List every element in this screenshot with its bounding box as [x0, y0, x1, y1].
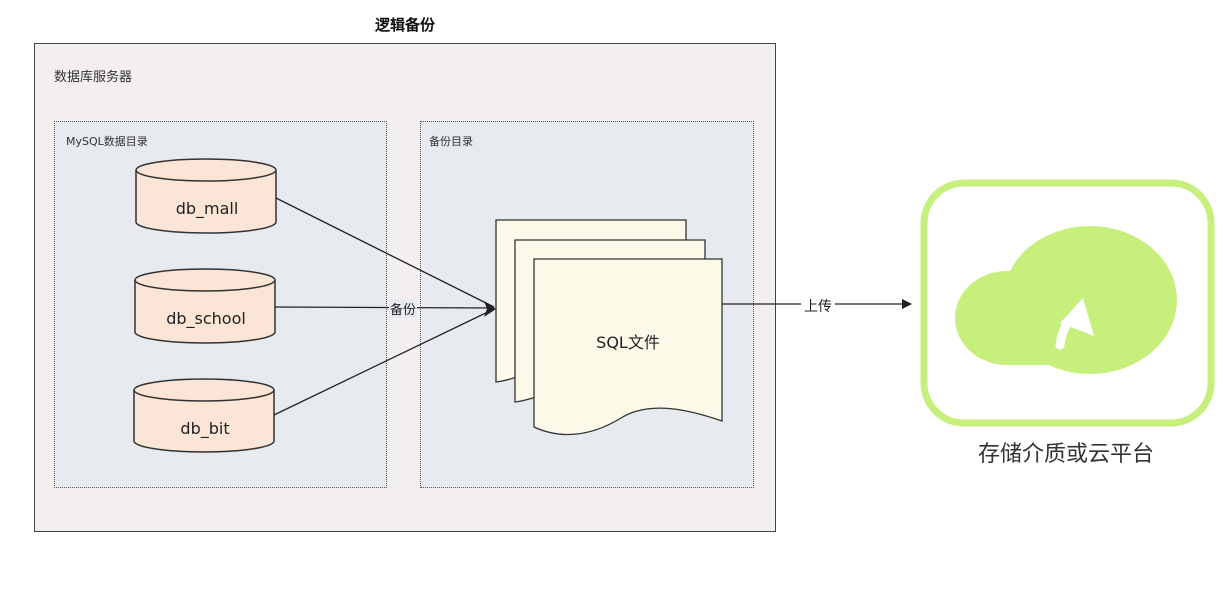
edge-db-mall-to-sql: [275, 197, 495, 308]
sql-file-document-stack: [495, 219, 723, 436]
database-cylinder-db-school: [134, 268, 276, 344]
edge-label-upload: 上传: [801, 296, 835, 316]
database-label-db-bit: db_bit: [180, 419, 230, 438]
diagram-title: 逻辑备份: [374, 16, 435, 34]
edge-db-school-to-sql: [274, 306, 495, 309]
edge-arrowhead: [484, 301, 496, 317]
destination-label: 存储介质或云平台: [977, 442, 1154, 467]
mysql-data-directory-label: MySQL数据目录: [66, 135, 148, 148]
sql-file-label: SQL文件: [596, 333, 660, 352]
edge-db-bit-to-sql: [273, 308, 495, 416]
database-cylinder-db-bit: [133, 378, 275, 453]
database-cylinder-db-mall: [135, 158, 277, 234]
database-label-db-school: db_school: [166, 309, 246, 328]
database-server-label: 数据库服务器: [54, 70, 133, 85]
edge-label-backup: 备份: [389, 299, 418, 318]
backup-directory-label: 备份目录: [429, 135, 473, 148]
cloud-upload-icon: [920, 179, 1215, 427]
database-label-db-mall: db_mall: [175, 199, 239, 218]
